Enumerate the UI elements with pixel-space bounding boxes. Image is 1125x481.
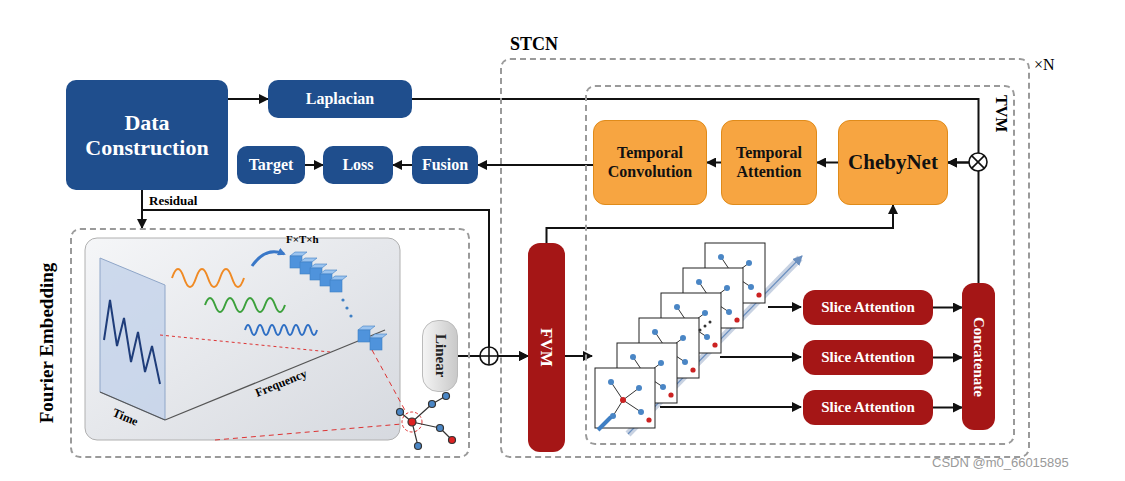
box-label: Laplacian — [306, 90, 374, 108]
frame-title: STCN — [510, 34, 558, 55]
leader-line — [372, 350, 407, 414]
time-plane — [100, 258, 165, 420]
box-label: Concatenate — [970, 317, 987, 397]
process-box: Loss — [323, 146, 393, 184]
orange-wave — [172, 269, 244, 287]
connector — [707, 162, 721, 164]
transform-arrow — [252, 252, 284, 266]
flow-arrow — [565, 355, 592, 357]
box-label: Linear — [431, 334, 448, 377]
box-label: Temporal Attention — [722, 144, 816, 181]
mini-graph — [397, 393, 456, 450]
fourier-panel — [85, 238, 400, 440]
box-label: Loss — [342, 156, 373, 174]
green-wave — [205, 298, 285, 312]
connector — [547, 205, 894, 243]
time-signal — [104, 300, 160, 384]
process-box: Temporal Attention — [721, 120, 817, 205]
box-label: Temporal Convolution — [594, 144, 706, 181]
connector — [933, 307, 962, 309]
leader-line — [215, 424, 402, 440]
frame-title: TVM — [992, 95, 1010, 132]
connector — [142, 190, 528, 356]
box-label: FVM — [537, 328, 557, 367]
process-box: Fusion — [412, 146, 478, 184]
blue-wave — [245, 325, 317, 335]
flow-arrow — [660, 406, 801, 408]
projection-line — [160, 335, 330, 352]
module-bar: FVM — [528, 243, 565, 452]
flow-arrow — [768, 306, 801, 308]
module-bar: Concatenate — [962, 283, 995, 430]
connector — [933, 357, 962, 359]
connector — [933, 407, 962, 409]
watermark: CSDN @m0_66015895 — [932, 455, 1069, 470]
times-operator — [969, 153, 987, 171]
box-label: Slice Attention — [821, 349, 915, 366]
frame-title: Fourier Embedding — [36, 263, 58, 424]
connector — [948, 163, 979, 284]
box-label: Data Construction — [66, 110, 228, 161]
connector — [817, 162, 838, 164]
connector — [478, 164, 593, 166]
connector — [305, 164, 323, 166]
box-label: Slice Attention — [821, 299, 915, 316]
data-box: Data Construction — [66, 80, 228, 190]
attention-box: Slice Attention — [803, 340, 933, 375]
module-frame: STCNTVMTemporal ConvolutionTemporal Atte… — [500, 58, 1030, 458]
process-box: Laplacian — [268, 80, 412, 118]
process-box: ChebyNet — [838, 120, 948, 205]
flow-arrow — [720, 356, 801, 358]
box-label: ChebyNet — [848, 150, 938, 174]
plus-operator — [480, 347, 498, 365]
box-label: Slice Attention — [821, 399, 915, 416]
edge-label: Residual — [147, 193, 199, 209]
frequency-axis — [165, 330, 385, 420]
connector — [393, 164, 412, 166]
connector — [228, 98, 268, 100]
graph-slices — [595, 243, 765, 430]
process-box: Target — [237, 146, 305, 184]
attention-box: Slice Attention — [803, 290, 933, 325]
linear-layer: Linear — [422, 320, 458, 392]
box-label: Target — [249, 156, 294, 174]
module-frame: TVM Temporal Convolution Temporal Attentio… — [585, 85, 1015, 445]
embedding-cubes — [290, 252, 387, 350]
dimension-label: F×T×h — [286, 233, 319, 245]
repeat-count: ×N — [1034, 56, 1055, 74]
attention-box: Slice Attention — [803, 390, 933, 425]
box-label: Fusion — [422, 156, 468, 174]
process-box: Temporal Convolution — [593, 120, 707, 205]
